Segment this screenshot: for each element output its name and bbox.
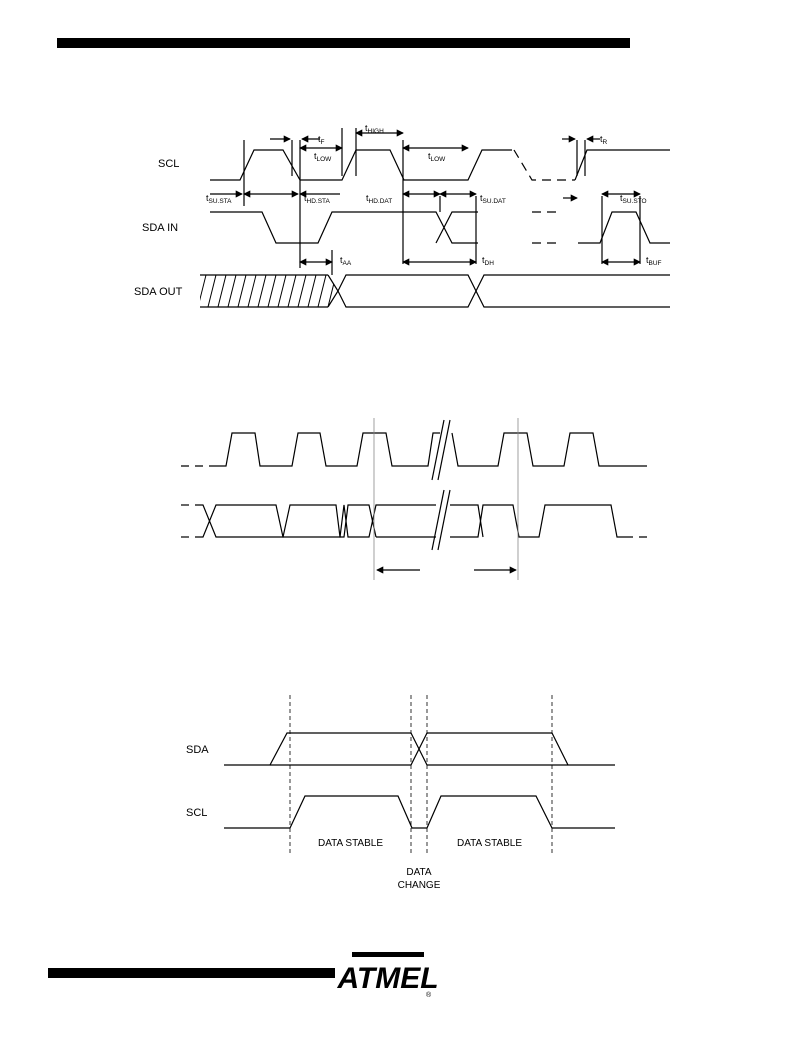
taa-label: tAA (340, 255, 352, 268)
svg-text:®: ® (426, 991, 432, 999)
tlow2-label: tLOW (428, 151, 446, 164)
svg-text:ATMEL: ATMEL (336, 962, 438, 995)
tlow1-label: tLOW (314, 151, 332, 164)
tsusto-label: tSU.STO (620, 193, 647, 206)
sda-label: SDA (186, 744, 209, 756)
atmel-logo-mark: ATMEL ® (336, 952, 439, 999)
data-stable-label-2: DATA STABLE (456, 838, 523, 849)
data-change-line1: DATA (406, 867, 432, 878)
thdsta-label: tHD.STA (304, 193, 330, 206)
tbuf-label: tBUF (646, 255, 662, 268)
scl-label: SCL (158, 158, 180, 170)
footer-bar (48, 968, 335, 978)
header-bar (57, 38, 630, 48)
tsusta-label: tSU.STA (206, 193, 232, 206)
sda-out-label: SDA OUT (134, 286, 183, 298)
atmel-logo: ATMEL ® (336, 950, 439, 1000)
data-stable-label-1: DATA STABLE (317, 838, 384, 849)
sda-in-label: SDA IN (142, 222, 179, 234)
tsudat-label: tSU.DAT (480, 193, 506, 206)
tf-label: tF (318, 134, 325, 147)
thigh-label: tHIGH (365, 123, 384, 136)
tdh-label: tDH (482, 255, 494, 268)
tr-label: tR (600, 134, 608, 147)
data-change-label: DATA CHANGE (384, 866, 454, 892)
scl-label-2: SCL (186, 807, 208, 819)
thddat-label: tHD.DAT (366, 193, 393, 206)
data-change-line2: CHANGE (397, 880, 441, 891)
